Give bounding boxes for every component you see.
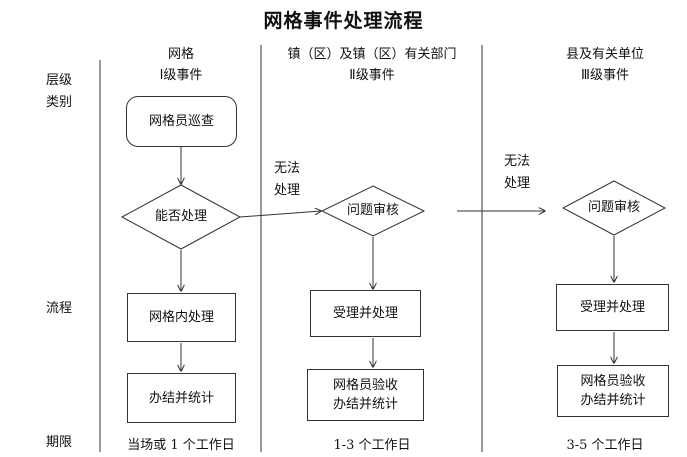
- column-header-county: 县及有关单位 Ⅲ级事件: [565, 47, 644, 83]
- node-accept-2: 受理并处理: [310, 290, 421, 337]
- node-review-2: 问题审核: [346, 203, 399, 218]
- node-grid-handle: 网格内处理: [127, 293, 236, 342]
- column-header-town: 镇（区）及镇（区）有关部门 Ⅱ级事件: [287, 47, 457, 83]
- node-grid-inspect: 网格员巡查: [126, 96, 237, 147]
- diamond-can-handle: [120, 184, 242, 250]
- diamond-review-3: [561, 180, 667, 236]
- diamond-review-2: [320, 185, 426, 237]
- note-cannot-handle-2: 无法 处理: [504, 154, 531, 191]
- node-review-3: 问题审核: [587, 200, 640, 215]
- row-label-level: 层级 类别: [46, 73, 73, 110]
- page-title: 网格事件处理流程: [263, 10, 424, 32]
- node-verify-3: 网格员验收 办结并统计: [557, 365, 669, 417]
- node-can-handle: 能否处理: [154, 209, 207, 224]
- row-label-process: 流程: [46, 301, 73, 316]
- arrow-col1-to-col2: [239, 211, 321, 218]
- period-level-1: 当场或 1 个工作日: [127, 438, 235, 453]
- period-level-2: 1-3 个工作日: [333, 438, 411, 453]
- node-verify-2: 网格员验收 办结并统计: [307, 369, 424, 421]
- node-accept-3: 受理并处理: [556, 284, 669, 331]
- row-label-period: 期限: [46, 435, 73, 450]
- note-cannot-handle-1: 无法 处理: [274, 161, 301, 198]
- column-header-grid: 网格 Ⅰ级事件: [159, 47, 203, 83]
- node-close-stats-1: 办结并统计: [127, 373, 236, 423]
- period-level-3: 3-5 个工作日: [566, 438, 644, 453]
